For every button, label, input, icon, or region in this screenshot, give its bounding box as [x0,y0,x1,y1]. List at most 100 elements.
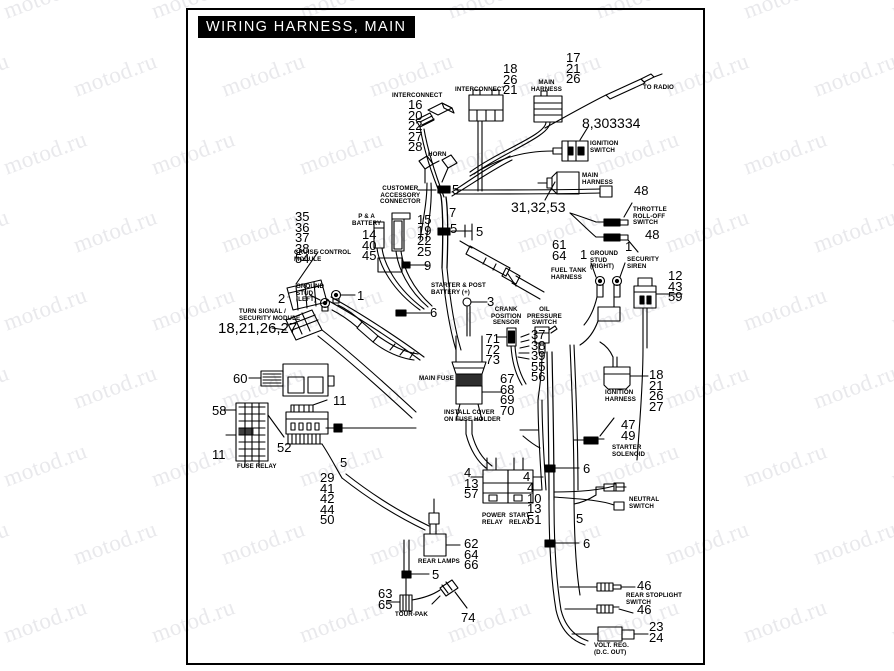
caption-main-harness-top: MAIN HARNESS [531,79,562,93]
callout-node-7: 7 [449,205,457,220]
callout-rear-stop-46-top: 46 [637,578,652,593]
customer-accessory-connector [391,212,411,252]
callout-node-5-rear: 5 [432,567,440,582]
callout-security-siren-nums: 12 43 59 [668,268,683,304]
callout-start-relay-nums: 4 10 13 51 [527,480,542,527]
relay-connector-block [285,399,343,479]
callout-connector-11-top: 11 [333,393,347,408]
page-title: WIRING HARNESS, MAIN [206,19,407,35]
caption-pa-battery: P & A BATTERY [352,213,382,227]
callout-ground-left-2: 2 [278,291,286,306]
connector-5-fuse [333,423,417,433]
harness-node-upper [437,185,451,194]
callout-connector-9: 9 [424,258,432,273]
battery-cable [331,304,419,361]
callout-node-5-right: 5 [576,511,584,526]
caption-ground-stud-right: GROUND STUD (RIGHT) [590,250,619,270]
callout-interconnect-left-nums: 16 20 22 27 28 [408,97,423,154]
caption-fuel-tank-harness: FUEL TANK HARNESS [551,267,587,281]
callout-node-5-b: 5 [450,221,458,236]
callout-starter-post-3: 3 [487,294,495,309]
cruise-control-module [286,251,425,361]
callout-volt-reg-nums: 23 24 [649,619,664,645]
callout-node-6-right-bottom: 6 [583,536,591,551]
caption-ignition-switch: IGNITION SWITCH [590,140,619,154]
ignition-switch-connector [552,126,589,162]
connector-5-rear [401,570,430,579]
callout-turn-signal-nums: 18,21,26,27 [218,320,298,337]
callout-node-5-a: 5 [452,182,460,197]
callout-node-6-right-top: 6 [583,461,591,476]
caption-starter-post-battery: STARTER & POST BATTERY (+) [431,282,486,296]
callout-throttle-48-bottom: 48 [645,227,660,242]
callout-connector-52: 52 [277,440,292,455]
callout-ground-right-1-left: 1 [580,247,588,262]
caption-main-harness-mid: MAIN HARNESS [582,172,613,186]
callout-tour-pak-nums: 63 65 [378,586,393,612]
main-fuse [451,361,503,435]
callout-main-harness-mid-nums: 31,32,53 [511,199,566,215]
fuse-relay-panel [223,402,285,468]
ignition-harness-connector [599,341,649,390]
caption-to-radio: TO RADIO [643,84,674,91]
connector-6-left [395,309,431,317]
rear-lamps [423,498,461,557]
callout-ground-right-1-right: 1 [625,239,633,254]
caption-ignition-harness: IGNITION HARNESS [605,389,636,403]
item-74-connector [431,579,468,609]
callout-main-fuse-nums: 67 68 69 70 [500,371,515,418]
caption-power-relay: POWER RELAY [482,512,506,526]
callout-node-5-fuse: 5 [340,455,348,470]
main-harness-top-connector [533,90,563,123]
caption-volt-reg: VOLT. REG. (D.C. OUT) [594,642,629,656]
rear-stoplight-switch-bottom [564,604,634,614]
callout-connector-58: 58 [212,403,227,418]
connector-9 [377,257,429,273]
rear-stoplight-switch-top [559,582,636,592]
to-radio-cable [544,73,663,129]
callout-ignition-harness-nums: 18 21 26 27 [649,367,664,414]
caption-crank-position-sensor: CRANK POSITION SENSOR [491,306,522,326]
callout-pa-battery-nums: 14 40 45 [362,227,377,263]
caption-ground-stud-left: GROUND STUD (LEFT) [296,283,325,303]
caption-interconnect-top: INTERCONNECT [455,86,506,93]
caption-throttle-rolloff-switch: THROTTLE ROLL-OFF SWITCH [633,206,667,226]
connector-60 [248,370,284,387]
callout-rear-stop-46-bottom: 46 [637,602,652,617]
callout-node-5-c: 5 [476,224,484,239]
caption-rear-stoplight-switch: REAR STOPLIGHT SWITCH [626,592,682,606]
callout-interconnect-top-nums: 18 26 21 [503,61,518,97]
caption-tour-pak: TOUR-PAK [395,611,428,618]
throttle-rolloff-switch [569,202,639,253]
caption-interconnect-left: INTERCONNECT [392,92,443,99]
caption-main-fuse: MAIN FUSE [419,375,454,382]
callout-rear-lamps-nums: 62 64 66 [464,536,479,572]
caption-install-cover-fuse-holder: INSTALL COVER ON FUSE HOLDER [444,409,501,423]
caption-customer-accessory-connector: CUSTOMER ACCESSORY CONNECTOR [380,185,421,205]
turn-signal-security-module [271,309,417,419]
callout-oil-pressure-nums: 37 38 39 55 56 [531,327,546,384]
start-relay [507,457,544,504]
fuel-tank-harness [459,240,545,300]
oil-pressure-switch [534,325,558,401]
tour-pak-connector [387,589,441,612]
callout-fuel-tank-nums: 61 64 [552,237,567,263]
main-harness-mid-connector [537,171,580,201]
power-relay [470,457,509,504]
caption-neutral-switch: NEUTRAL SWITCH [629,496,660,510]
callout-cruise-module-nums: 35 36 37 38 54 [295,209,310,266]
callout-fuse-block-nums: 29 41 42 44 50 [320,470,335,527]
callout-power-relay-nums: 4 13 57 [464,465,479,501]
crank-position-sensor [496,327,527,386]
module-box-large [282,363,335,397]
harness-node-mid [437,227,451,236]
callout-connector-11-bottom: 11 [212,447,226,462]
callout-start-relay-num-left: 4 [523,469,531,484]
callout-throttle-48-top: 48 [634,183,649,198]
ground-stud-right [579,262,626,346]
callout-cust-acc-nums: 15 19 22 25 [417,212,432,259]
callout-node-6-left: 6 [430,305,438,320]
diagram-title-bar: WIRING HARNESS, MAIN [198,16,416,38]
diagram-border [186,8,705,665]
